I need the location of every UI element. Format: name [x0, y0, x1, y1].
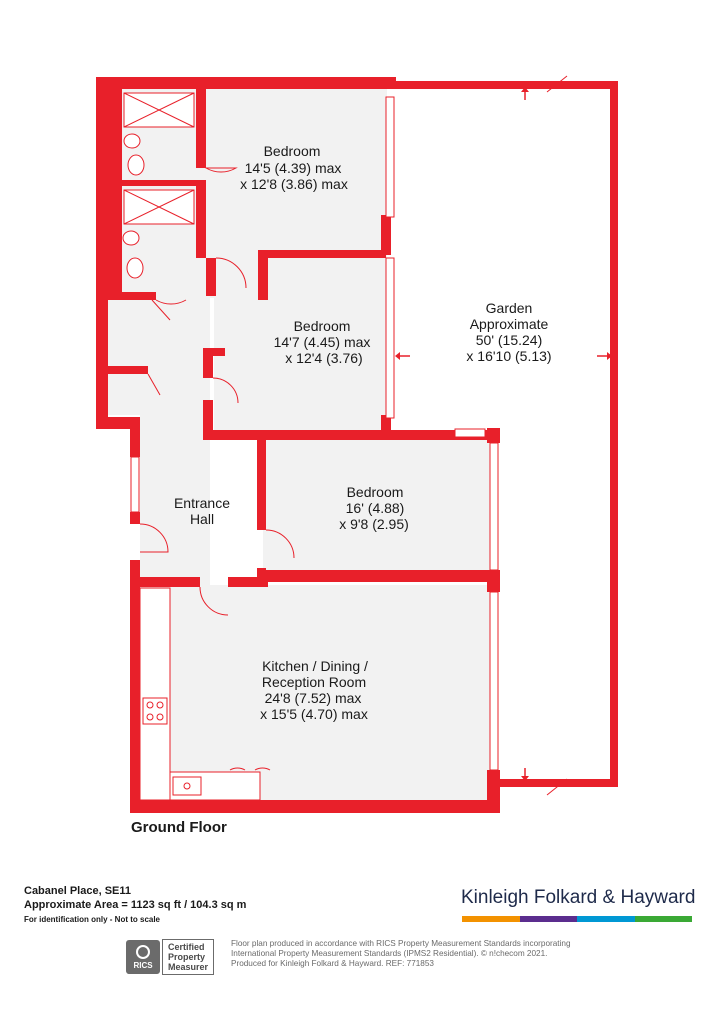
brand-bar-green: [634, 916, 692, 922]
floor-label: Ground Floor: [131, 819, 227, 836]
bedroom3-name: Bedroom: [347, 484, 404, 500]
kitchen-name2: Reception Room: [262, 674, 366, 690]
bedroom3-dim2: x 9'8 (2.95): [339, 516, 409, 532]
rics-line3: Measurer: [168, 962, 209, 972]
garden-dim1: 50' (15.24): [476, 332, 543, 348]
garden-name: Garden: [486, 300, 533, 316]
hall-name: Entrance: [174, 495, 230, 511]
walls: [96, 77, 500, 813]
property-info: Cabanel Place, SE11 Approximate Area = 1…: [24, 884, 246, 927]
rics-line1: Certified: [168, 942, 205, 952]
hall-name2: Hall: [190, 511, 214, 527]
kitchen-name: Kitchen / Dining /: [262, 658, 368, 674]
brand-name: Kinleigh Folkard & Hayward: [461, 887, 696, 908]
disclaimer: Floor plan produced in accordance with R…: [231, 939, 611, 969]
rics-badge: RICS: [126, 940, 160, 974]
rics-certified-box: Certified Property Measurer: [162, 939, 215, 975]
floor-area: [107, 88, 493, 800]
brand-bar-purple: [519, 916, 577, 922]
hob: [142, 697, 168, 725]
basin-2: [122, 230, 140, 246]
kitchen-dim2: x 15'5 (4.70) max: [260, 706, 368, 722]
doors: [139, 167, 295, 771]
worktop: [139, 587, 171, 801]
windows: [130, 96, 499, 771]
toilet-1: [127, 154, 145, 176]
disclaimer-line1: Floor plan produced in accordance with R…: [231, 939, 571, 948]
bath-fixtures: [122, 92, 195, 279]
garden-name2: Approximate: [470, 316, 549, 332]
kitchen-dim1: 24'8 (7.52) max: [265, 690, 362, 706]
rics-globe-icon: [136, 944, 150, 959]
brand-bar-orange: [462, 916, 520, 922]
property-area: Approximate Area = 1123 sq ft / 104.3 sq…: [24, 899, 247, 911]
bedroom2-name: Bedroom: [294, 318, 351, 334]
bedroom3-dim1: 16' (4.88): [346, 500, 405, 516]
kitchen-fixtures: [139, 587, 261, 801]
property-note: For identification only - Not to scale: [24, 915, 161, 924]
toilet-2: [126, 257, 144, 279]
rics-badge-text: RICS: [133, 960, 153, 970]
property-address: Cabanel Place, SE11: [24, 885, 132, 897]
bedroom1-dim1: 14'5 (4.39) max: [245, 160, 342, 176]
bedroom1-name: Bedroom: [264, 143, 321, 159]
bedroom1-dim2: x 12'8 (3.86) max: [240, 176, 348, 192]
rics-logo: RICS Certified Property Measurer: [126, 939, 215, 975]
garden-dim2: x 16'10 (5.13): [466, 348, 551, 364]
basin-1: [123, 133, 141, 149]
brand-bar-blue: [577, 916, 635, 922]
disclaimer-line2: International Property Measurement Stand…: [231, 949, 548, 958]
disclaimer-line3: Produced for Kinleigh Folkard & Hayward.…: [231, 959, 434, 968]
brand-color-bar: [462, 916, 692, 922]
bedroom2-dim1: 14'7 (4.45) max: [274, 334, 371, 350]
bedroom2-dim2: x 12'4 (3.76): [285, 350, 362, 366]
rics-line2: Property: [168, 952, 206, 962]
